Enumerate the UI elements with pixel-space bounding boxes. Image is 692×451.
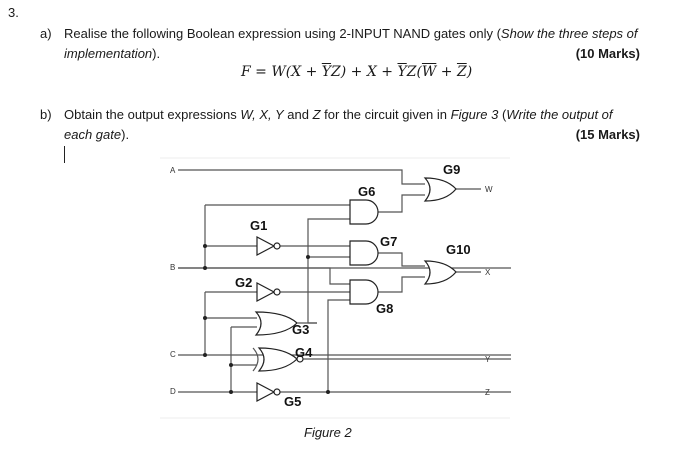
gate-g3-or bbox=[254, 311, 317, 336]
gate-label-g3: G3 bbox=[292, 322, 309, 337]
formula-wbar: W bbox=[421, 64, 437, 80]
formula-part: F = W(X + bbox=[241, 64, 322, 80]
part-b-figure-ref: Figure 3 bbox=[450, 107, 499, 122]
gate-g9-or bbox=[423, 177, 457, 202]
part-a-label: a) bbox=[40, 26, 52, 41]
gate-label-g7: G7 bbox=[380, 234, 397, 249]
formula-part: Z( bbox=[406, 64, 422, 80]
gate-label-g6: G6 bbox=[358, 184, 375, 199]
part-b-label: b) bbox=[40, 107, 52, 122]
part-b-line1: Obtain the output expressions W, X, Y an… bbox=[64, 107, 613, 122]
wires bbox=[178, 169, 511, 393]
output-label-w: W bbox=[485, 185, 493, 194]
input-label-b: B bbox=[170, 263, 175, 272]
output-label-x: X bbox=[485, 268, 491, 277]
gate-g2-not bbox=[256, 282, 281, 302]
junction-dots bbox=[203, 244, 330, 394]
gate-label-g5: G5 bbox=[284, 394, 301, 409]
part-b-line2: each gate). bbox=[64, 127, 129, 142]
boolean-formula: F = W(X + YZ) + X + YZ(W + Z) bbox=[241, 64, 472, 80]
text-cursor bbox=[64, 146, 65, 163]
gate-label-g4: G4 bbox=[295, 345, 313, 360]
part-a-marks: (10 Marks) bbox=[575, 46, 640, 61]
gate-g1-not bbox=[256, 236, 281, 256]
part-b-text: Obtain the output expressions bbox=[64, 107, 241, 122]
part-a-line2-end: ). bbox=[152, 46, 161, 61]
input-label-d: D bbox=[170, 387, 176, 396]
part-a-line1: Realise the following Boolean expression… bbox=[64, 26, 638, 41]
part-a-text: Realise the following Boolean expression… bbox=[64, 26, 501, 41]
gate-label-g10: G10 bbox=[446, 242, 471, 257]
gate-label-g2: G2 bbox=[235, 275, 252, 290]
input-label-c: C bbox=[170, 350, 176, 359]
formula-zbar: Z bbox=[456, 64, 467, 80]
gate-g10-or bbox=[423, 260, 457, 285]
output-label-y: Y bbox=[485, 355, 491, 364]
gate-g5-not bbox=[256, 382, 281, 402]
formula-part: + bbox=[436, 64, 457, 80]
part-b-z: Z bbox=[312, 107, 321, 122]
part-b-text: for the circuit given in bbox=[320, 107, 451, 122]
part-b-italic-2: each gate bbox=[64, 127, 122, 142]
grid-top bbox=[160, 157, 510, 419]
gate-label-g1: G1 bbox=[250, 218, 267, 233]
part-b-vars: W, X, Y bbox=[240, 107, 284, 122]
formula-ybar: Y bbox=[397, 64, 407, 80]
part-a-line2: implementation). bbox=[64, 46, 160, 61]
part-b-marks: (15 Marks) bbox=[575, 127, 640, 142]
gate-g8-and bbox=[349, 279, 379, 305]
part-a-italic: Show the three steps of bbox=[500, 26, 638, 41]
formula-part: ) bbox=[466, 64, 473, 80]
part-b-text: and bbox=[283, 107, 313, 122]
gate-label-g8: G8 bbox=[376, 301, 393, 316]
output-label-z: Z bbox=[485, 388, 490, 397]
gate-label-g9: G9 bbox=[443, 162, 460, 177]
input-label-a: A bbox=[170, 166, 176, 175]
question-number: 3. bbox=[8, 5, 19, 20]
gate-g7-and bbox=[349, 240, 379, 266]
part-b-text: ( bbox=[498, 107, 507, 122]
formula-part: Z) + X + bbox=[331, 64, 398, 80]
part-a-italic-2: implementation bbox=[64, 46, 153, 61]
formula-ybar: Y bbox=[321, 64, 332, 80]
figure-caption: Figure 2 bbox=[304, 425, 352, 440]
gate-g4-xnor bbox=[252, 347, 304, 372]
gate-g6-and bbox=[349, 199, 379, 225]
part-b-italic: Write the output of bbox=[506, 107, 613, 122]
part-b-line2-end: ). bbox=[121, 127, 130, 142]
